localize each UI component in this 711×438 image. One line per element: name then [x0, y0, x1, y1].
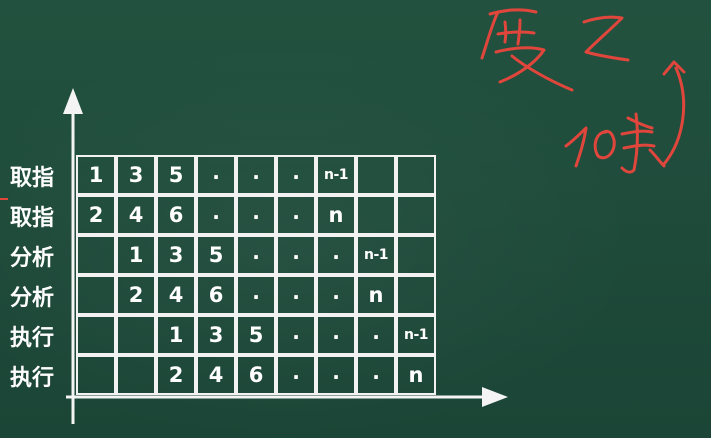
row-label: 执行	[10, 366, 55, 391]
grid-cell: 1	[76, 155, 116, 195]
grid-cell: 2	[76, 195, 116, 235]
grid-cell: .	[236, 275, 276, 315]
row-label: 取指	[10, 206, 55, 231]
grid-cell: .	[276, 195, 316, 235]
row-label: 执行	[10, 326, 55, 351]
grid-cell: .	[196, 195, 236, 235]
grid-cell: n-1	[356, 235, 396, 275]
grid-cell: 6	[156, 195, 196, 235]
x-axis-arrow-icon	[482, 387, 508, 407]
grid-cell: .	[236, 235, 276, 275]
grid-cell: 3	[116, 155, 156, 195]
grid-cell: 3	[196, 315, 236, 355]
grid-cell: 4	[156, 275, 196, 315]
grid-cell: 6	[196, 275, 236, 315]
grid-cell	[396, 195, 436, 235]
grid-cell	[396, 275, 436, 315]
grid-cell	[76, 355, 116, 395]
grid-cell: 5	[196, 235, 236, 275]
grid-cell: 2	[156, 355, 196, 395]
grid-cell	[116, 315, 156, 355]
grid-cell: n	[396, 355, 436, 395]
grid-cell: .	[276, 275, 316, 315]
grid-cell	[356, 155, 396, 195]
grid-cell	[116, 355, 156, 395]
grid-cell: n-1	[316, 155, 356, 195]
grid-cell: 1	[116, 235, 156, 275]
grid-cell: .	[356, 315, 396, 355]
grid-cell: .	[316, 355, 356, 395]
grid-cell: 5	[236, 315, 276, 355]
grid-cell: .	[196, 155, 236, 195]
grid-cell: .	[276, 235, 316, 275]
grid-cell: n-1	[396, 315, 436, 355]
grid-cell: n	[356, 275, 396, 315]
grid-cell	[76, 235, 116, 275]
curved-arrow-icon	[662, 60, 686, 166]
handwritten-line-1	[480, 8, 630, 92]
grid-cell: .	[276, 155, 316, 195]
row-label: 分析	[10, 246, 55, 271]
grid-cell: 1	[156, 315, 196, 355]
grid-cell: .	[316, 235, 356, 275]
grid-cell: .	[236, 195, 276, 235]
handwritten-line-2	[564, 112, 666, 174]
grid-cell: .	[356, 355, 396, 395]
grid-cell: 6	[236, 355, 276, 395]
grid-cell: .	[276, 355, 316, 395]
grid-cell	[356, 195, 396, 235]
row-label: 取指	[10, 166, 55, 191]
grid-cell	[396, 235, 436, 275]
grid-cell	[76, 275, 116, 315]
grid-cell: .	[236, 155, 276, 195]
grid-cell: 4	[196, 355, 236, 395]
grid-cell: 5	[156, 155, 196, 195]
grid-cell	[76, 315, 116, 355]
grid-cell: 3	[156, 235, 196, 275]
grid-cell: 2	[116, 275, 156, 315]
grid-cell: .	[316, 315, 356, 355]
grid-cell	[396, 155, 436, 195]
y-axis	[63, 88, 83, 424]
grid-cell: .	[276, 315, 316, 355]
grid-cell: .	[316, 275, 356, 315]
row-label: 分析	[10, 286, 55, 311]
x-axis	[66, 387, 508, 407]
y-axis-arrow-icon	[63, 88, 83, 114]
grid-cell: n	[316, 195, 356, 235]
grid-cell: 4	[116, 195, 156, 235]
